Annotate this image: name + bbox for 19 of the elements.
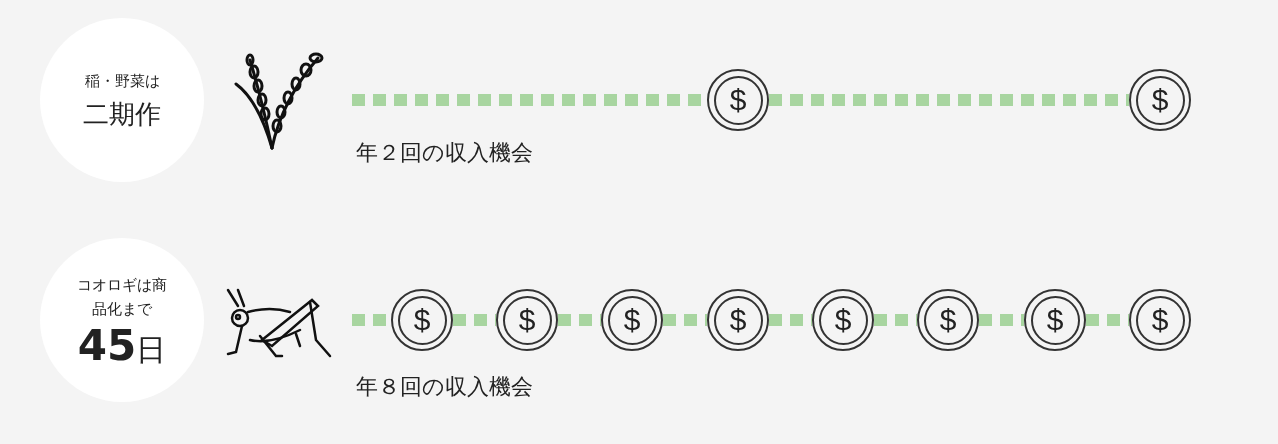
highlight-text: 45日 <box>77 325 167 367</box>
caption-text: 稲・野菜は <box>84 70 160 92</box>
dotted-line <box>979 314 1024 326</box>
income-label: 年２回の収入機会 <box>356 139 533 167</box>
income-label: 年８回の収入機会 <box>356 373 533 401</box>
coin-icon: $ <box>917 289 979 351</box>
coin-icon: $ <box>1129 69 1191 131</box>
caption-text: コオロギは商品化まで <box>76 275 168 320</box>
coin-icon: $ <box>707 289 769 351</box>
coin-icon: $ <box>1129 289 1191 351</box>
coin-icon: $ <box>391 289 453 351</box>
coin-icon: $ <box>496 289 558 351</box>
coin-icon: $ <box>812 289 874 351</box>
coin-icon: $ <box>707 69 769 131</box>
coin-icon: $ <box>601 289 663 351</box>
dotted-line <box>769 94 1129 106</box>
coin-icon: $ <box>1024 289 1086 351</box>
dotted-line <box>663 314 707 326</box>
highlight-text: 二期作 <box>83 97 161 131</box>
